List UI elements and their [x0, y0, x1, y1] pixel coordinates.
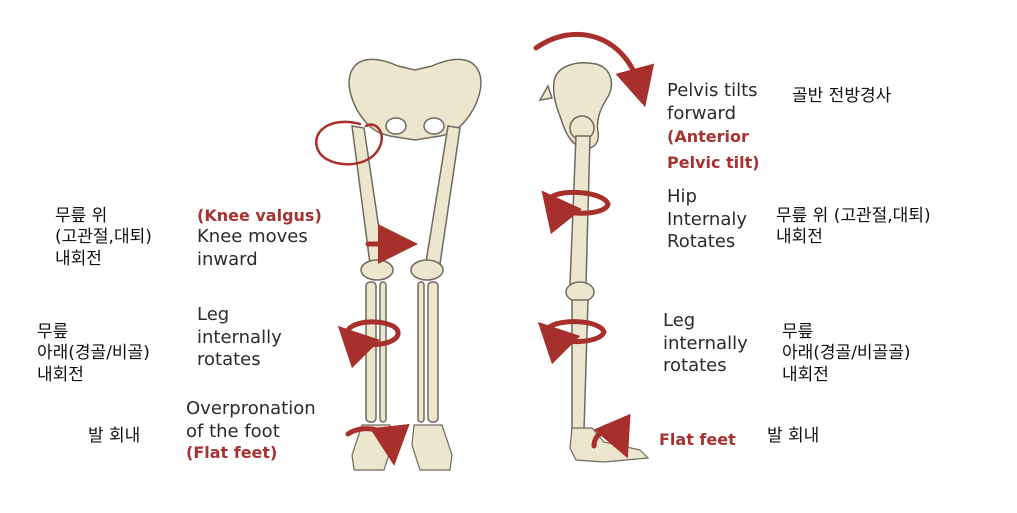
side-leg-line1: Leg [663, 310, 696, 331]
ko-left-leg-line2: 아래(경골/비골) [37, 343, 150, 364]
ko-right-hip-line1: 무릎 위 (고관절,대퇴) [776, 206, 931, 226]
ko-left-knee-line2: (고관절,대퇴) [55, 227, 152, 248]
hip-line3: Rotates [667, 231, 736, 252]
korean-left-foot: 발 회내 [88, 426, 141, 446]
ko-left-leg-line3: 내회전 [37, 364, 84, 385]
ko-right-leg-line2: 아래(경골/비골골) [782, 343, 911, 364]
hip-rotates-label: Hip Internaly Rotates [667, 186, 747, 254]
front-leg-line3: rotates [197, 349, 261, 370]
knee-valgus-red: (Knee valgus) [197, 206, 322, 225]
front-feet [351, 424, 453, 471]
korean-pelvis: 골반 전방경사 [792, 86, 892, 106]
front-femurs [351, 125, 461, 281]
side-leg [565, 115, 595, 431]
hip-line2: Internaly [667, 208, 748, 230]
side-leg-line3: rotates [663, 355, 727, 376]
korean-right-foot: 발 회내 [767, 426, 820, 446]
pelvic-tilt-arrow [533, 31, 655, 108]
ko-left-knee-line1: 무릎 위 [55, 206, 108, 226]
side-flat-feet-label: Flat feet [659, 430, 736, 450]
korean-left-knee: 무릎 위 (고관절,대퇴) 내회전 [55, 206, 152, 270]
knee-valgus-label: (Knee valgus) Knee moves inward [197, 206, 322, 271]
overpronation-label: Overpronation of the foot (Flat feet) [186, 398, 316, 463]
ko-right-hip-line2: 내회전 [776, 227, 823, 248]
front-pelvis [348, 58, 482, 141]
leg-rotation-arrow [337, 319, 401, 369]
ko-left-knee-line3: 내회전 [55, 248, 102, 269]
hip-line1: Hip [667, 186, 697, 207]
inward-line: inward [197, 248, 258, 270]
front-leg-line1: Leg [197, 304, 230, 325]
hip-circle-annotation [315, 120, 383, 166]
anterior-red: (Anterior [667, 127, 749, 146]
ko-right-leg-line3: 내회전 [782, 364, 829, 385]
side-arrows [533, 31, 655, 459]
korean-right-leg: 무릎 아래(경골/비골골) 내회전 [782, 322, 910, 386]
foot-pronation-arrow [345, 423, 410, 466]
side-leg-rotates-label: Leg internally rotates [663, 310, 748, 378]
overpronation-line1: Overpronation [186, 398, 316, 419]
side-foot-arrow [591, 413, 631, 459]
ko-right-leg-line1: 무릎 [782, 322, 814, 342]
side-leg-rotation-arrow [537, 319, 607, 365]
side-leg-line2: internally [663, 332, 748, 354]
hip-rotation-arrow [541, 189, 611, 235]
pelvis-tilt-label: Pelvis tilts forward (Anterior Pelvic ti… [667, 80, 760, 173]
side-pelvis [538, 62, 613, 150]
overpronation-line2: of the foot [186, 420, 280, 442]
front-arrows [315, 120, 418, 466]
side-flat-feet-red: Flat feet [659, 430, 736, 449]
front-lower-legs [365, 281, 439, 423]
korean-left-leg: 무릎 아래(경골/비골) 내회전 [37, 322, 150, 386]
pelvis-line1: Pelvis tilts [667, 80, 758, 101]
front-leg-line2: internally [197, 326, 282, 348]
pelvis-line2: forward [667, 102, 737, 124]
pelvic-tilt-red: Pelvic tilt) [667, 153, 760, 172]
front-leg-rotates-label: Leg internally rotates [197, 304, 282, 372]
knee-moves-line: Knee moves [197, 226, 308, 247]
flat-feet-red: (Flat feet) [186, 443, 278, 462]
korean-right-hip: 무릎 위 (고관절,대퇴) 내회전 [776, 206, 931, 249]
ko-left-leg-line1: 무릎 [37, 322, 69, 342]
